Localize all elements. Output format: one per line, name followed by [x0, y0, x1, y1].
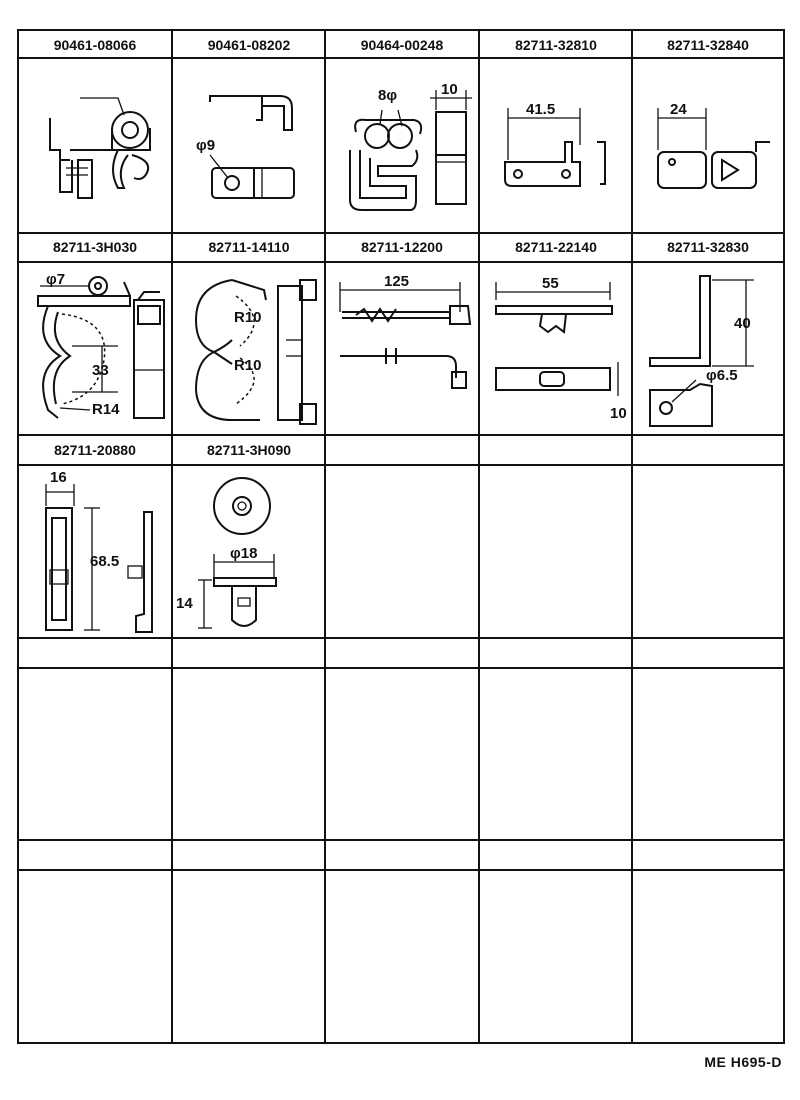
part-number-3: 90464-00248	[361, 37, 444, 53]
dim-16: 16	[50, 469, 67, 486]
dim-10: 10	[441, 81, 458, 98]
part-number-2: 90461-08202	[208, 37, 291, 53]
part-number-1: 90461-08066	[54, 37, 137, 53]
drawing-reference-code: ME H695-D	[704, 1054, 782, 1070]
dim-55: 55	[542, 275, 559, 292]
tie-drawing-82711-12200: 125	[339, 273, 472, 389]
part-number-8: 82711-12200	[361, 239, 443, 255]
part-number-9: 82711-22140	[515, 239, 597, 255]
dim-24: 24	[670, 101, 687, 118]
dim-r14: R14	[92, 401, 120, 418]
dim-40: 40	[734, 315, 751, 332]
table-grid-lines	[17, 29, 785, 1044]
part-number-7: 82711-14110	[209, 239, 290, 255]
clip-drawing-82711-22140: 55 10	[495, 275, 627, 422]
clamp-drawing-82711-3H030: φ7 33 R14	[37, 271, 165, 419]
dim-41-5: 41.5	[526, 101, 555, 118]
dim-125: 125	[384, 273, 409, 290]
dim-7phi: φ7	[46, 271, 65, 288]
clip-drawing-82711-20880: 16 68.5	[45, 469, 153, 633]
part-number-4: 82711-32810	[515, 37, 597, 53]
part-number-12: 82711-3H090	[207, 442, 291, 458]
part-number-11: 82711-20880	[54, 442, 136, 458]
part-number-6: 82711-3H030	[53, 239, 137, 255]
dim-r10-lower: R10	[234, 357, 262, 374]
clamp-drawing-90464-00248: 8φ 10	[349, 81, 472, 211]
part-number-5: 82711-32840	[667, 37, 749, 53]
fastener-drawing-82711-3H090: φ18 14	[176, 477, 277, 629]
dim-14: 14	[176, 595, 193, 612]
dim-68-5: 68.5	[90, 553, 119, 570]
clamp-drawing-82711-14110: R10 R10	[194, 279, 317, 425]
dim-8phi: 8φ	[378, 87, 397, 104]
dim-r10-upper: R10	[234, 309, 262, 326]
clamp-drawing-90461-08066	[49, 97, 151, 199]
dim-33: 33	[92, 362, 109, 379]
dim-10-clip: 10	[610, 405, 627, 422]
clip-drawing-90461-08202: φ9	[196, 95, 295, 199]
dim-18phi: φ18	[230, 545, 257, 562]
part-number-10: 82711-32830	[667, 239, 749, 255]
dim-6-5phi: φ6.5	[706, 367, 738, 384]
bracket-drawing-82711-32830: 40 φ6.5	[649, 275, 754, 427]
dim-diameter: φ9	[196, 137, 215, 154]
clip-drawing-82711-32840: 24	[657, 101, 770, 189]
clip-drawing-82711-32810: 41.5	[504, 101, 606, 187]
